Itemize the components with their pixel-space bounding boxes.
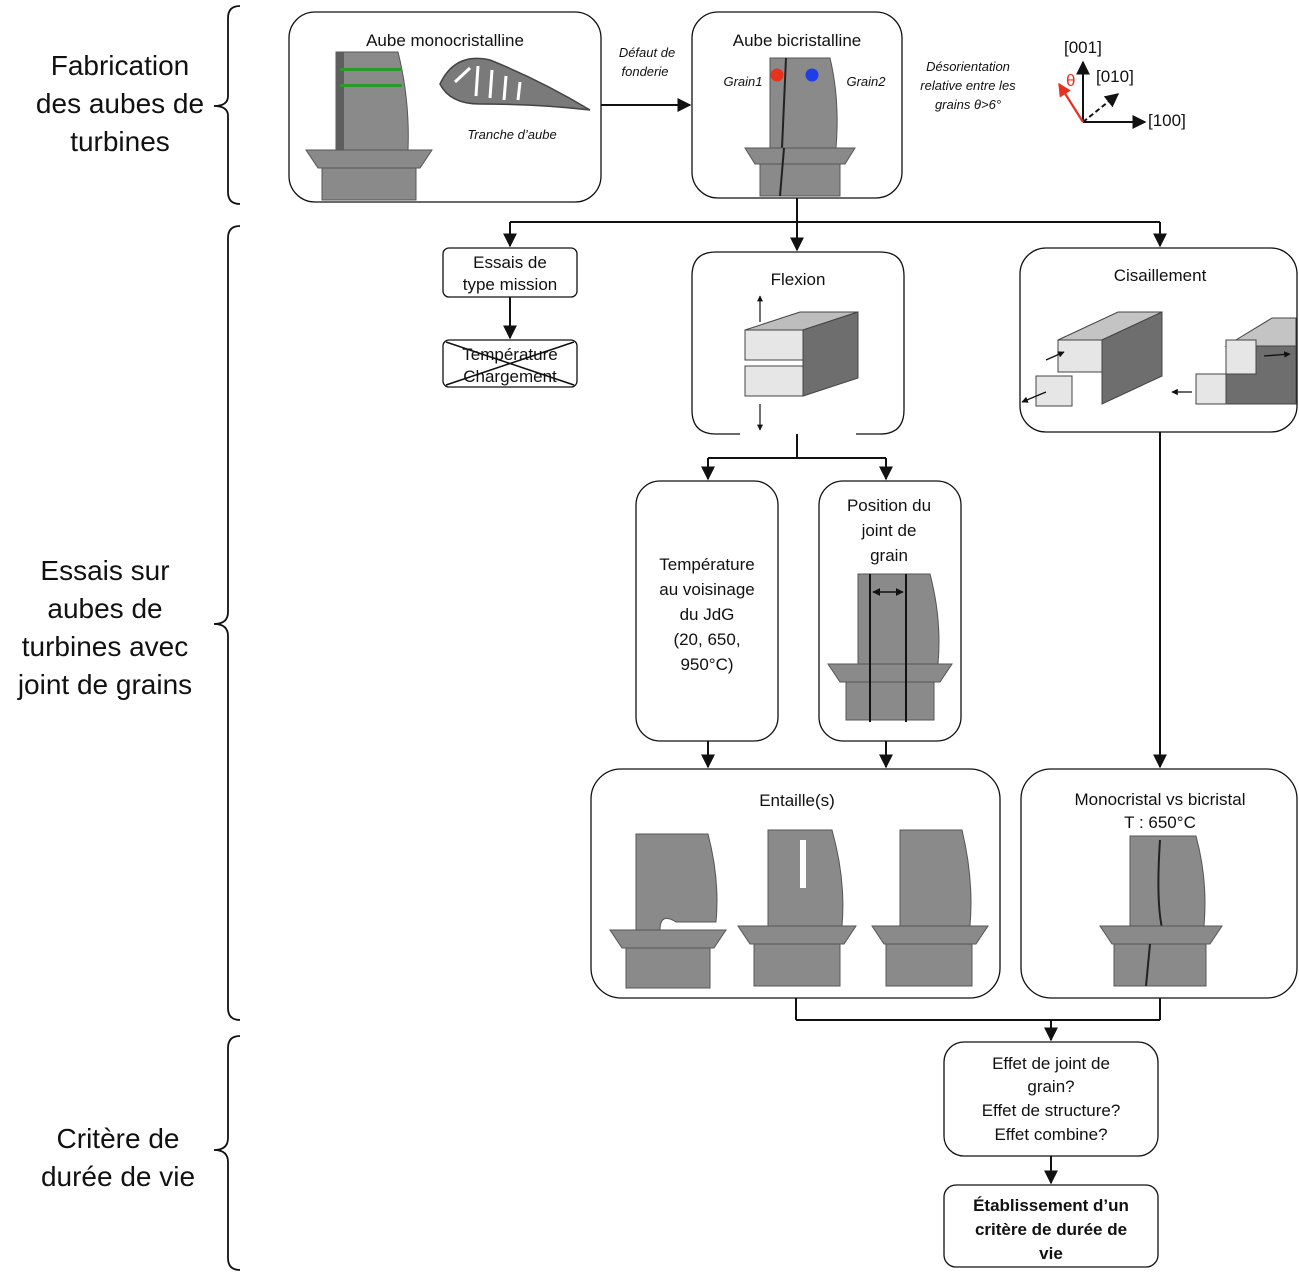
section-critere-line-2: durée de vie <box>41 1161 195 1192</box>
effects-line-3: Effet de structure? <box>982 1101 1121 1120</box>
section-essais-line-4: joint de grains <box>17 669 192 700</box>
mission-tests-line-2: type mission <box>463 275 557 294</box>
notches-title: Entaille(s) <box>759 791 835 810</box>
section-fabrication-line-1: Fabrication <box>51 50 190 81</box>
notched-blade-image-3 <box>871 829 989 987</box>
temperature-line-2: au voisinage <box>659 580 754 599</box>
criterion-line-2: critère de durée de <box>975 1220 1127 1239</box>
misorientation-line-2: relative entre les <box>920 78 1016 93</box>
grain1-label: Grain1 <box>723 74 762 89</box>
misorientation-line-3: grains θ>6° <box>935 97 1001 112</box>
flexion-specimen-image <box>744 295 859 431</box>
section-label-fabrication: Fabrication des aubes de turbines <box>36 50 204 157</box>
notched-blade-image-2 <box>737 829 857 987</box>
effects-line-4: Effet combine? <box>994 1125 1107 1144</box>
crossed-line-1: Température <box>462 345 557 364</box>
defect-label-line-1: Défaut de <box>619 45 675 60</box>
temperature-line-5: 950°C) <box>680 655 733 674</box>
temperature-line-3: du JdG <box>680 605 735 624</box>
bi-blade-image <box>744 57 856 197</box>
flexion-branch-connectors <box>701 434 893 481</box>
merge-connectors <box>795 998 1161 1042</box>
gb-position-line-3: grain <box>870 546 908 565</box>
flexion-title: Flexion <box>771 270 826 289</box>
mono-band-2 <box>340 84 402 87</box>
effects-line-2: grain? <box>1027 1077 1074 1096</box>
grain2-label: Grain2 <box>846 74 886 89</box>
temperature-line-4: (20, 650, <box>673 630 740 649</box>
section-fabrication-line-2: des aubes de <box>36 88 204 119</box>
crossed-line-2: Chargement <box>463 367 557 386</box>
section-essais-line-3: turbines avec <box>22 631 189 662</box>
section-fabrication-line-3: turbines <box>70 126 170 157</box>
brace-critere <box>213 1035 241 1271</box>
section-label-critere: Critère de durée de vie <box>41 1123 195 1192</box>
criterion-box <box>943 1184 1159 1268</box>
axis-100-label: [100] <box>1148 111 1186 130</box>
grain1-dot <box>770 68 784 82</box>
crystal-axes: [001] [010] [100] θ <box>1058 38 1186 130</box>
mono-blade-image <box>305 51 433 201</box>
blade-slice-image <box>439 57 591 111</box>
axis-001-label: [001] <box>1064 38 1102 57</box>
misorientation-line-1: Désorientation <box>926 59 1010 74</box>
mono-band-1 <box>340 68 402 71</box>
grain2-dot <box>805 68 819 82</box>
criterion-line-3: vie <box>1039 1244 1063 1263</box>
shear-specimen-image <box>1021 311 1297 407</box>
mission-tests-line-1: Essais de <box>473 253 547 272</box>
gb-position-image <box>827 573 953 722</box>
notched-blade-image-1 <box>609 833 727 989</box>
bi-blade-title: Aube bicristalline <box>733 31 862 50</box>
branch-connectors <box>503 198 1167 252</box>
mono-blade-title: Aube monocristalline <box>366 31 524 50</box>
shear-title: Cisaillement <box>1114 266 1207 285</box>
section-label-essais: Essais sur aubes de turbines avec joint … <box>17 555 192 700</box>
gb-position-line-2: joint de <box>861 521 917 540</box>
defect-label-line-2: fonderie <box>622 64 669 79</box>
mono-vs-bi-line-2: T : 650°C <box>1124 813 1196 832</box>
slice-caption: Tranche d’aube <box>467 127 556 142</box>
gb-position-line-1: Position du <box>847 496 931 515</box>
mono-vs-bi-line-1: Monocristal vs bicristal <box>1075 790 1246 809</box>
effects-line-1: Effet de joint de <box>992 1054 1110 1073</box>
theta-label: θ <box>1066 71 1075 90</box>
section-critere-line-1: Critère de <box>57 1123 180 1154</box>
cross-line-2 <box>445 341 575 386</box>
section-essais-line-1: Essais sur <box>40 555 169 586</box>
section-essais-line-2: aubes de <box>47 593 162 624</box>
brace-essais <box>213 225 241 1021</box>
brace-fabrication <box>213 5 241 205</box>
criterion-line-1: Établissement d’un <box>973 1196 1129 1215</box>
axis-010-label: [010] <box>1096 67 1134 86</box>
temperature-line-1: Température <box>659 555 754 574</box>
mono-vs-bi-image <box>1099 835 1223 987</box>
